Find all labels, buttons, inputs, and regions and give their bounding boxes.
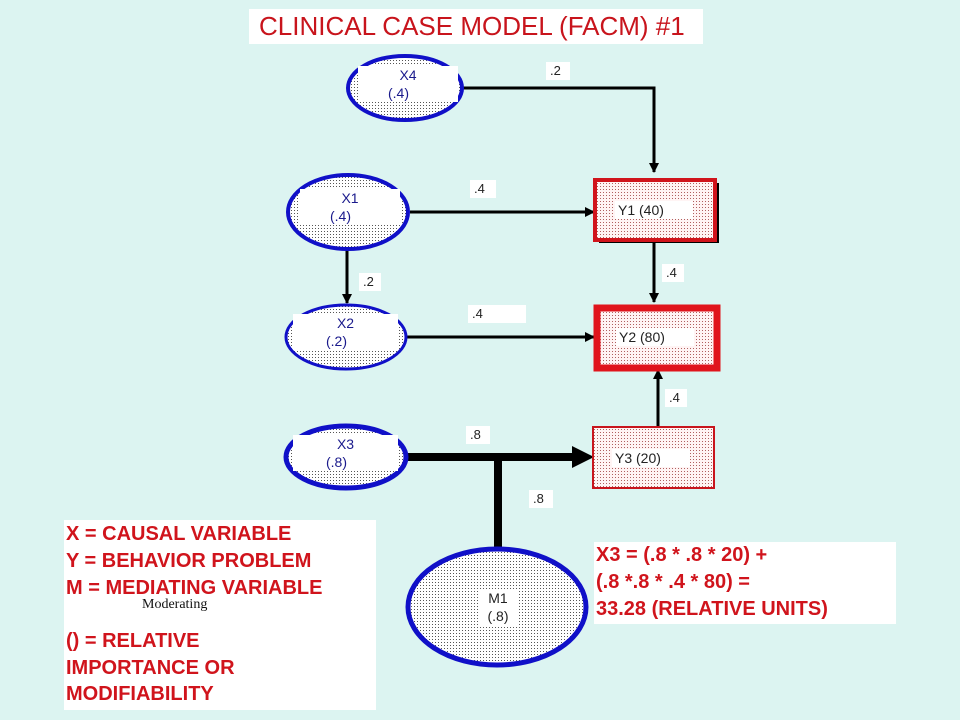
node-x1-value: (.4)	[330, 208, 351, 224]
node-x2-name: X2	[336, 315, 355, 331]
formula-line-2: (.8 *.8 * .4 * 80) =	[596, 571, 750, 593]
page-title: CLINICAL CASE MODEL (FACM) #1	[249, 9, 703, 44]
edge-label-x2-y2: .4	[468, 305, 526, 323]
node-x4-value: (.4)	[388, 85, 409, 101]
legend-line-importance: IMPORTANCE OR	[66, 657, 235, 679]
node-x3-label: X3 (.8)	[293, 435, 398, 471]
node-y3-label: Y3 (20)	[612, 449, 690, 467]
node-x4-label: X4 (.4)	[358, 66, 458, 102]
node-x1-label: X1 (.4)	[300, 189, 400, 225]
node-x2-label: X2 (.2)	[293, 314, 398, 350]
edge-label-x1-x2: .2	[359, 273, 381, 291]
node-x4-name: X4	[399, 67, 417, 83]
node-x3-value: (.8)	[326, 454, 347, 470]
node-x1-name: X1	[341, 190, 359, 206]
edge-label-m1: .8	[529, 490, 553, 508]
edge-x3-y3-arrowhead	[572, 446, 594, 468]
legend-line-m: M = MEDIATING VARIABLE	[66, 577, 323, 599]
legend-line-y: Y = BEHAVIOR PROBLEM	[66, 550, 312, 572]
formula-line-3: 33.28 (RELATIVE UNITS)	[596, 598, 828, 620]
legend-line-parens: () = RELATIVE	[66, 630, 200, 652]
node-y1-label: Y1 (40)	[615, 201, 693, 219]
node-m1-name: M1	[488, 590, 508, 606]
legend-box: X = CAUSAL VARIABLE Y = BEHAVIOR PROBLEM…	[64, 520, 376, 710]
node-m1-value: (.8)	[487, 608, 509, 624]
edge-x4-y1	[460, 86, 659, 173]
edge-label-y1-y2: .4	[662, 264, 684, 282]
edge-label-y3-y2: .4	[665, 389, 687, 407]
edge-label-x3-y3: .8	[466, 426, 490, 444]
formula-box: X3 = (.8 * .8 * 20) + (.8 *.8 * .4 * 80)…	[594, 542, 896, 624]
node-y2-label: Y2 (80)	[616, 328, 694, 346]
edge-label-x4-y1: .2	[546, 62, 570, 80]
formula-line-1: X3 = (.8 * .8 * 20) +	[596, 544, 768, 566]
node-x3-name: X3	[336, 436, 355, 452]
node-m1-label: M1 (.8)	[478, 589, 518, 625]
legend-line-modifiability: MODIFIABILITY	[66, 683, 214, 705]
node-x2-value: (.2)	[326, 333, 347, 349]
legend-line-x: X = CAUSAL VARIABLE	[66, 523, 292, 545]
legend-annotation-moderating: Moderating	[142, 597, 208, 612]
edge-label-x1-y1: .4	[470, 180, 496, 198]
